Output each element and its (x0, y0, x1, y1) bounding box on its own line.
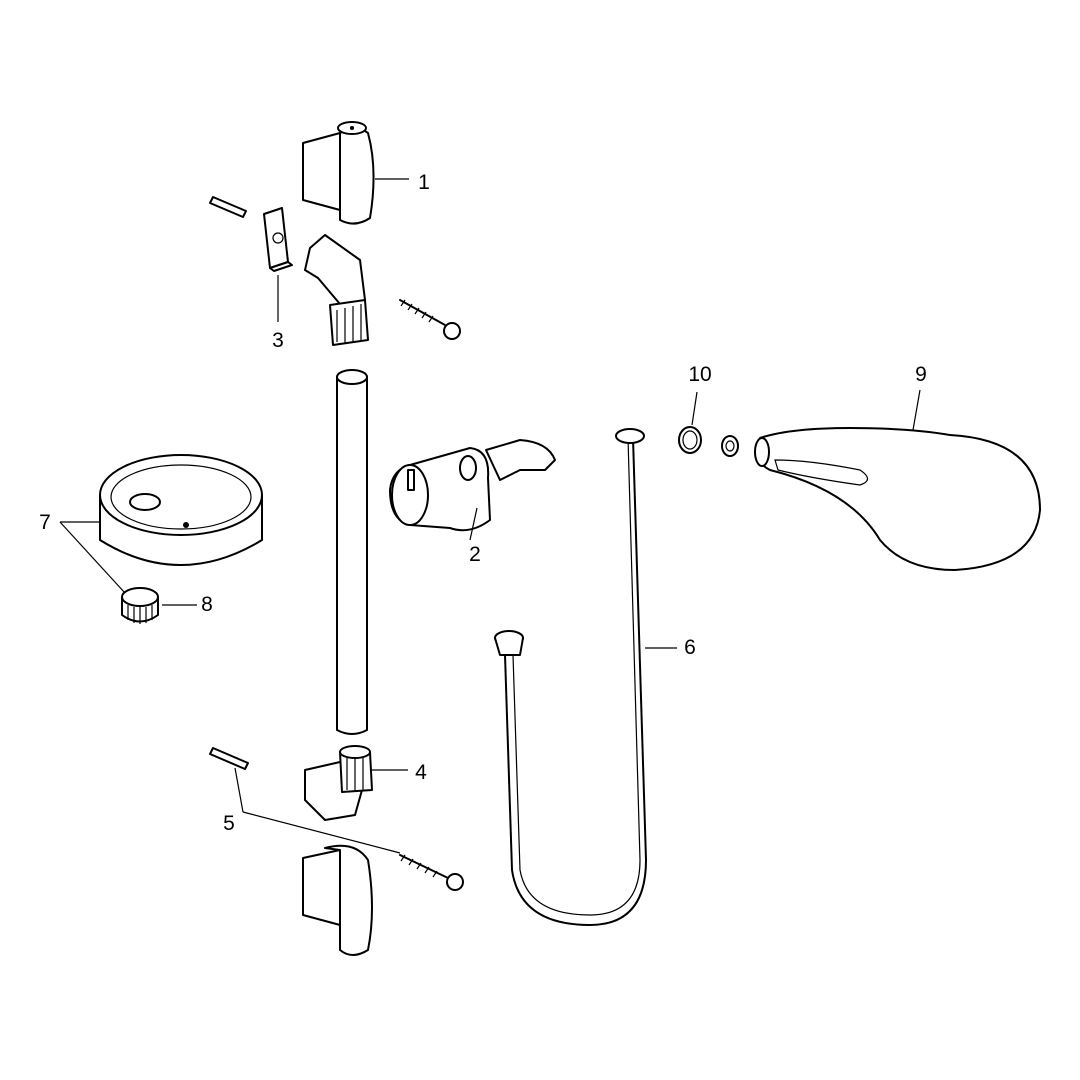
callout-1: 1 (418, 171, 430, 194)
screw-lower (399, 854, 464, 891)
part-7-soap-dish (99, 454, 263, 566)
leader-5 (242, 811, 401, 854)
leader-2 (469, 507, 478, 541)
part-1-top-cover (302, 121, 375, 225)
callout-3: 3 (272, 329, 284, 352)
leader-10 (691, 391, 698, 426)
part-9-hand-shower (754, 427, 1041, 571)
lower-cover (302, 844, 373, 956)
callout-6: 6 (684, 636, 696, 659)
leader-5b (234, 767, 244, 813)
part-6-hose (494, 428, 647, 926)
part-upper-holder (304, 234, 369, 346)
part-3-wall-bracket (209, 196, 293, 272)
callout-2: 2 (469, 543, 481, 566)
leader-7b (59, 521, 126, 594)
leader-lines (59, 178, 921, 854)
part-8-nut (121, 587, 159, 624)
callout-8: 8 (201, 593, 213, 616)
slide-rail (336, 369, 368, 735)
leader-9 (912, 389, 921, 431)
screw-upper (399, 299, 461, 340)
callout-4: 4 (415, 761, 427, 784)
callout-10: 10 (688, 363, 712, 386)
part-4-lower-holder (304, 745, 373, 821)
part-2-slider (389, 439, 556, 532)
callout-7: 7 (39, 511, 51, 534)
callout-5: 5 (223, 812, 235, 835)
part-10-filter (678, 426, 739, 457)
wall-plug-lower (209, 747, 249, 770)
callout-9: 9 (915, 363, 927, 386)
